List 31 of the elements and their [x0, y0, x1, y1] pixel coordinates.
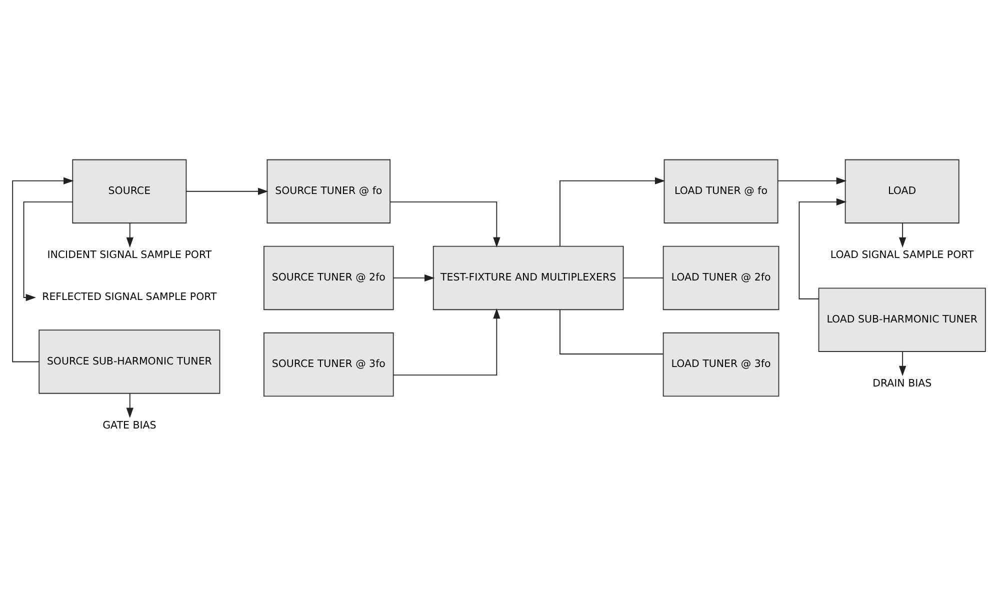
arrow — [777, 177, 847, 184]
node-text: LOAD SIGNAL SAMPLE PORT — [830, 249, 974, 262]
arrow — [392, 308, 500, 376]
node-box: SOURCE TUNER @ 3fo — [263, 332, 394, 397]
node-text: DRAIN BIAS — [872, 378, 932, 390]
node-box: LOAD TUNER @ 2fo — [662, 246, 780, 310]
node-box: LOAD TUNER @ 3fo — [662, 332, 780, 397]
node-box: LOAD — [844, 159, 960, 224]
node-text: REFLECTED SIGNAL SAMPLE PORT — [42, 291, 217, 304]
connector — [623, 277, 664, 278]
arrow — [23, 201, 74, 302]
node-box: SOURCE — [72, 159, 187, 224]
arrow — [390, 201, 500, 248]
arrow — [560, 177, 666, 247]
arrow — [126, 222, 134, 248]
node-box: LOAD TUNER @ fo — [664, 159, 778, 224]
arrow — [126, 393, 134, 418]
node-box: LOAD SUB-HARMONIC TUNER — [818, 288, 986, 352]
node-box: SOURCE TUNER @ 2fo — [263, 246, 394, 310]
node-box: SOURCE TUNER @ fo — [266, 159, 391, 224]
arrow — [186, 188, 268, 195]
arrow — [798, 198, 847, 300]
connector — [560, 309, 664, 354]
node-text: GATE BIAS — [102, 420, 156, 432]
node-text: INCIDENT SIGNAL SAMPLE PORT — [47, 249, 212, 262]
arrow — [12, 177, 74, 362]
arrow — [393, 274, 435, 282]
arrow — [898, 222, 906, 248]
node-box: TEST-FIXTURE AND MULTIPLEXERS — [432, 246, 624, 310]
node-box: SOURCE SUB-HARMONIC TUNER — [38, 330, 220, 394]
arrow — [898, 351, 906, 376]
